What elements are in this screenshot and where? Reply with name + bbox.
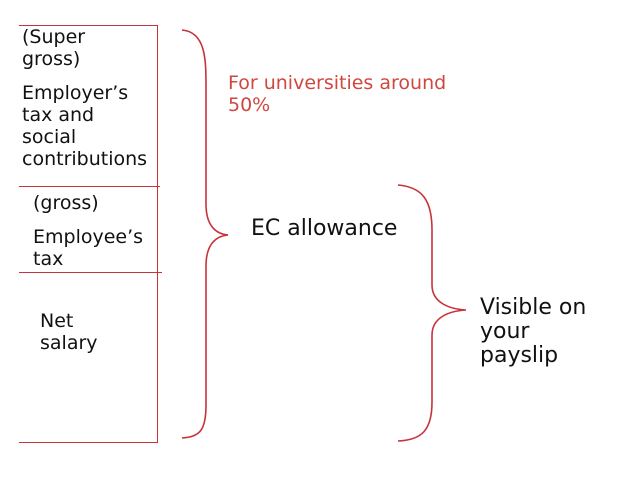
label-employee-tax: Employee’s tax [33, 226, 143, 270]
label-super-gross: (Super gross) [22, 26, 85, 70]
payslip-brace [397, 184, 467, 442]
label-gross-line: (gross) [33, 192, 99, 214]
payslip-label: Visible on your payslip [480, 296, 586, 368]
ec-allowance-label: EC allowance [251, 216, 398, 241]
label-gross: (gross) [33, 192, 99, 214]
payslip-label-line: Visible on [480, 295, 587, 320]
label-employer-tax-line: social [22, 126, 77, 148]
payslip-label-line: payslip [480, 343, 559, 368]
label-super-gross-line: gross) [22, 48, 81, 70]
university-note-line: 50% [228, 94, 271, 116]
label-employer-tax-line: Employer’s [22, 82, 129, 104]
payslip-label-line: your [480, 319, 530, 344]
label-net-salary-line: salary [40, 332, 98, 354]
label-employee-tax-line: tax [33, 248, 64, 270]
ec-allowance-brace [181, 29, 229, 439]
divider-super-gross-gross [19, 186, 160, 187]
salary-stack-box [19, 25, 158, 443]
label-employer-tax: Employer’s tax and social contributions [22, 82, 147, 170]
label-employer-tax-line: contributions [22, 148, 148, 170]
label-net-salary-line: Net [40, 310, 74, 332]
label-net-salary: Net salary [40, 310, 98, 354]
label-super-gross-line: (Super [22, 26, 86, 48]
divider-gross-net [19, 272, 162, 273]
university-note: For universities around 50% [228, 72, 446, 116]
label-employer-tax-line: tax and [22, 104, 95, 126]
label-employee-tax-line: Employee’s [33, 226, 144, 248]
university-note-line: For universities around [228, 72, 447, 94]
